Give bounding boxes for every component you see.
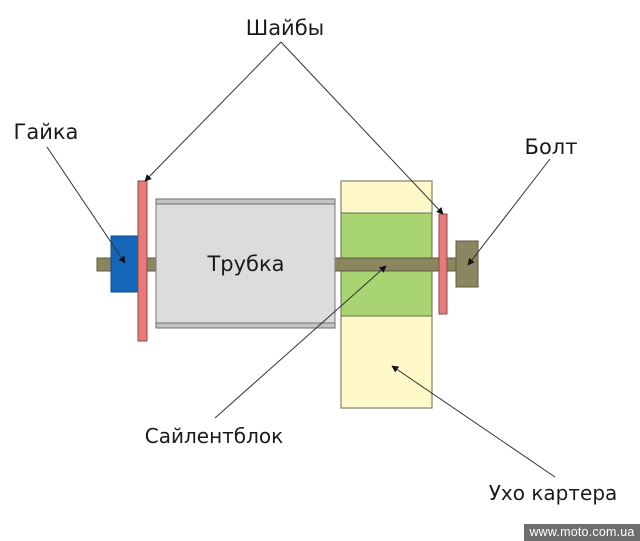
nut <box>110 235 139 293</box>
leader-bolt <box>467 158 551 266</box>
label-crankcase-ear: Ухо картера <box>489 481 618 505</box>
leader-crankcase-ear <box>391 365 556 478</box>
label-washers: Шайбы <box>246 16 325 40</box>
label-bolt: Болт <box>525 135 578 159</box>
bolt-head <box>455 240 479 288</box>
label-nut: Гайка <box>14 120 79 144</box>
watermark: www.moto.com.ua <box>524 524 640 541</box>
leader-nut <box>46 146 126 264</box>
tube-bottom-strip <box>155 322 336 329</box>
washer-right <box>438 213 448 315</box>
tube <box>155 198 336 329</box>
washer-left <box>137 180 148 342</box>
label-silentblock: Сайлентблок <box>145 424 283 448</box>
leader-washers-right <box>280 41 444 215</box>
leader-washers-left <box>144 41 282 182</box>
label-tube: Трубка <box>206 252 284 276</box>
leader-silentblock <box>214 265 387 419</box>
tube-top-strip <box>155 198 336 205</box>
